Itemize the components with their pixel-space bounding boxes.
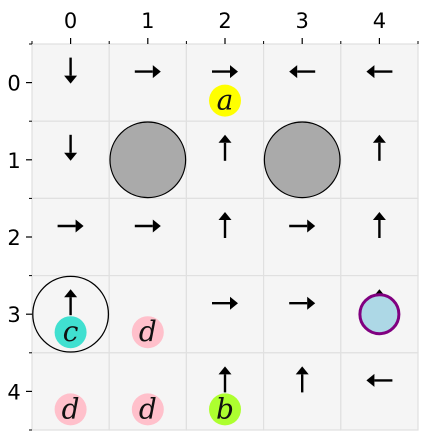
column-label: 2	[218, 9, 231, 33]
arrow-right-icon	[212, 296, 238, 310]
arrow-head	[218, 366, 232, 375]
arrow-head	[307, 219, 316, 233]
arrow-right-icon	[134, 219, 161, 233]
row-label: 1	[7, 149, 20, 173]
grid-cell	[108, 43, 187, 122]
arrow-head	[366, 373, 375, 387]
arrow-head	[372, 134, 386, 143]
agent-ring	[32, 275, 110, 353]
arrow-head	[218, 134, 232, 143]
arrow-down-icon	[64, 134, 78, 161]
arrow-head	[64, 152, 78, 161]
arrow-left-icon	[366, 373, 393, 387]
arrow-left-icon	[366, 65, 393, 79]
item-d-label: d	[139, 315, 157, 348]
arrow-head	[372, 212, 386, 220]
arrow-head	[152, 65, 161, 79]
obstacle-circle	[109, 121, 187, 199]
arrow-down-icon	[64, 57, 78, 84]
arrow-head	[295, 366, 309, 375]
item-d-label: d	[139, 392, 157, 425]
arrow-up-icon	[218, 134, 232, 161]
arrow-right-icon	[212, 65, 238, 79]
item-d-badge	[54, 393, 87, 426]
column-label: 4	[373, 9, 386, 33]
obstacle-circle	[263, 121, 341, 199]
arrow-head	[64, 289, 78, 298]
arrow-head	[366, 65, 375, 79]
grid-cell	[340, 43, 419, 122]
arrow-right-icon	[57, 219, 84, 233]
arrow-right-icon	[134, 65, 161, 79]
arrow-head	[64, 75, 78, 84]
arrow-up-icon	[372, 212, 386, 238]
item-a-label: a	[217, 84, 234, 117]
arrow-up-icon	[64, 289, 78, 316]
item-c-label: c	[63, 315, 79, 348]
grid-cell	[185, 197, 265, 277]
arrow-head	[230, 296, 238, 310]
row-label: 0	[7, 72, 20, 96]
column-label: 0	[64, 9, 77, 33]
arrow-right-icon	[289, 219, 316, 233]
arrow-head	[152, 219, 161, 233]
grid-cell	[263, 43, 342, 122]
arrow-head	[230, 65, 238, 79]
grid-cell	[340, 352, 419, 431]
item-d-badge	[131, 316, 164, 349]
grid-cell	[108, 197, 187, 277]
item-b-label: b	[216, 392, 234, 425]
item-a-badge	[209, 84, 241, 117]
grid-cell	[185, 275, 265, 354]
arrow-head	[218, 212, 232, 220]
target-marker	[358, 293, 401, 336]
column-label: 1	[141, 9, 154, 33]
arrow-head	[75, 219, 84, 233]
arrow-left-icon	[289, 65, 316, 79]
item-d-badge	[131, 393, 164, 426]
arrow-head	[289, 65, 298, 79]
arrow-up-icon	[372, 134, 386, 161]
item-d-label: d	[62, 392, 80, 425]
item-c-badge	[54, 316, 87, 349]
arrow-right-icon	[289, 296, 316, 310]
arrow-up-icon	[295, 366, 309, 393]
row-label: 4	[7, 380, 20, 404]
grid-cell	[31, 197, 110, 277]
arrow-up-icon	[218, 212, 232, 238]
column-label: 3	[296, 9, 309, 33]
item-b-badge	[209, 393, 241, 426]
row-label: 2	[7, 226, 20, 250]
grid-cell	[263, 275, 342, 354]
grid-cell	[263, 197, 342, 277]
arrow-head	[307, 296, 316, 310]
arrow-up-icon	[218, 366, 232, 393]
row-label: 3	[7, 303, 20, 327]
